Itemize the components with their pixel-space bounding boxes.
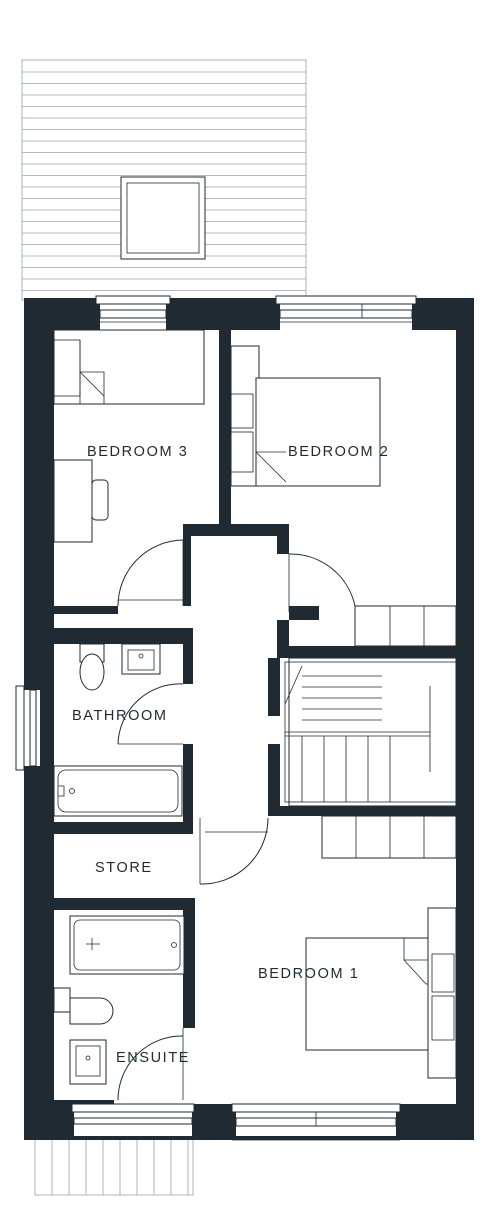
balcony-boards: [51, 1136, 189, 1195]
ensuite-fittings: [53, 915, 185, 1085]
bathroom-fittings: [53, 643, 183, 817]
label-bedroom-3: BEDROOM 3: [87, 444, 188, 460]
windows: [15, 295, 417, 1141]
bedroom-3-furniture: [53, 329, 205, 543]
balcony: [34, 1134, 194, 1196]
label-bedroom-1: BEDROOM 1: [258, 966, 359, 982]
bedroom-1-furniture: [305, 907, 457, 1079]
roof-terrace: [21, 59, 307, 301]
room-labels: BEDROOM 3 BEDROOM 2 BATHROOM STORE BEDRO…: [72, 444, 389, 1066]
stair-treads: [301, 675, 391, 802]
staircase: [284, 605, 457, 859]
label-ensuite: ENSUITE: [116, 1050, 190, 1066]
doors: [117, 539, 356, 1101]
bedroom-2-furniture: [230, 345, 381, 487]
label-bedroom-2: BEDROOM 2: [288, 444, 389, 460]
label-store: STORE: [95, 860, 153, 876]
label-bathroom: BATHROOM: [72, 708, 168, 724]
